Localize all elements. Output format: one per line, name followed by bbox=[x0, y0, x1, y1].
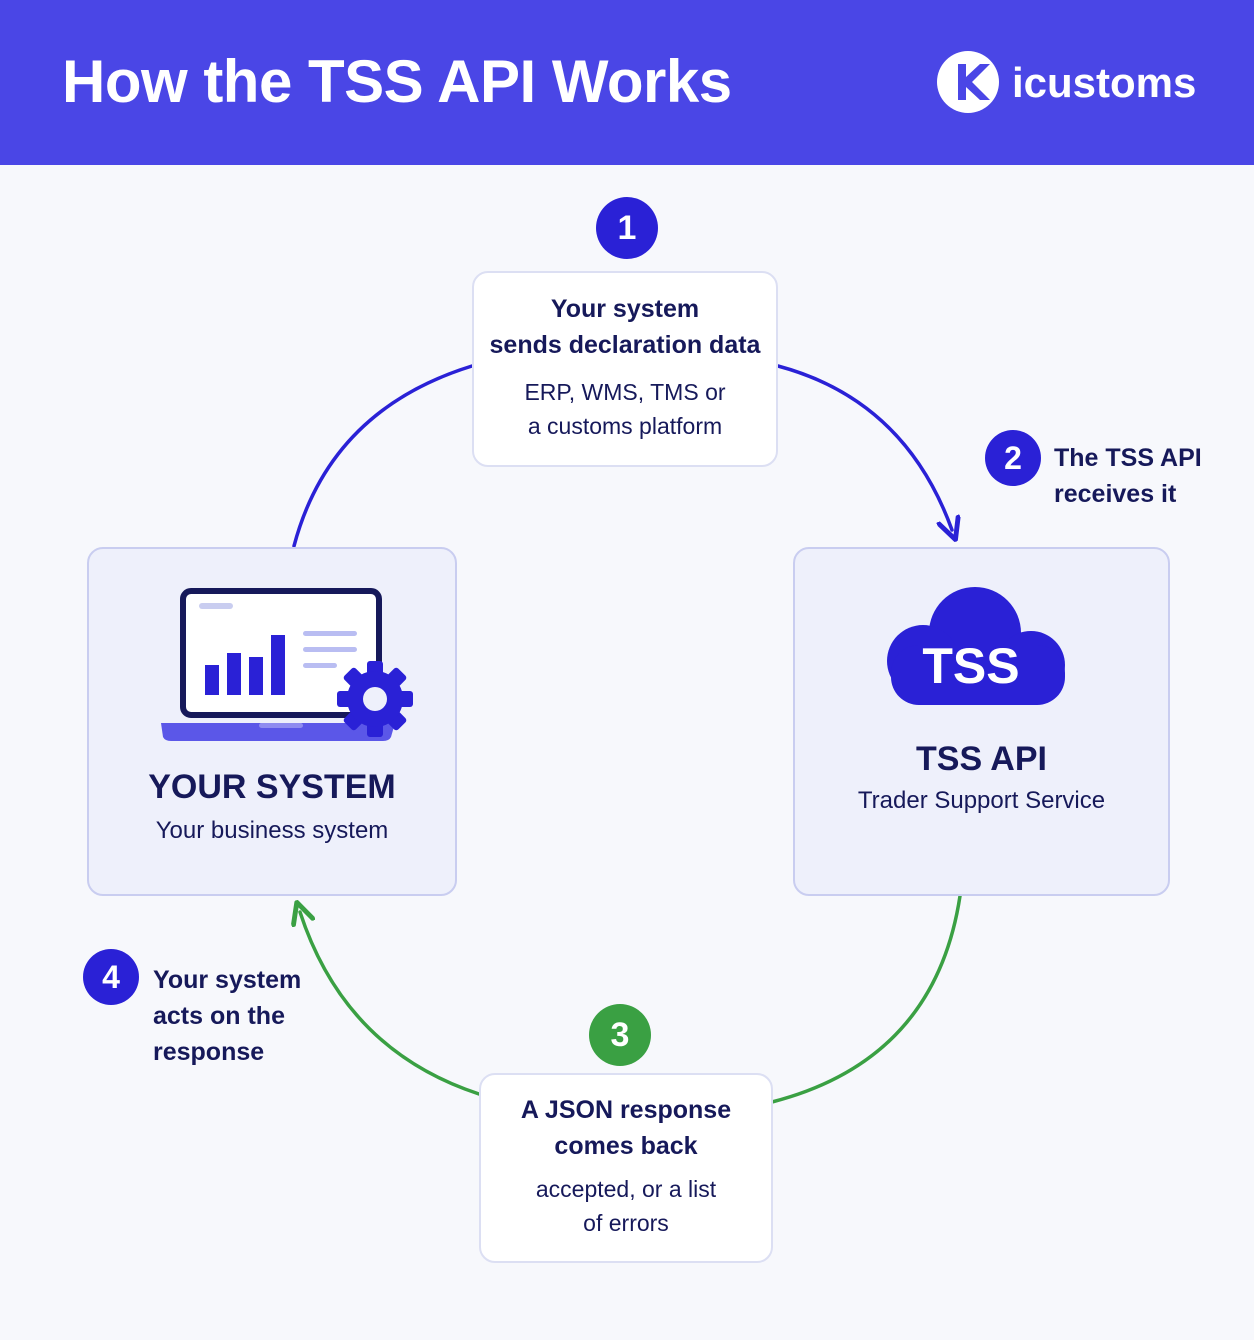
step-1-title-line-1: Your system bbox=[550, 295, 700, 323]
step-3-badge: 3 bbox=[589, 1004, 651, 1066]
cloud-icon: TSS bbox=[887, 587, 1065, 705]
step-1-title-line-2: sends declaration data bbox=[489, 331, 761, 359]
laptop-gear-icon bbox=[161, 588, 413, 741]
step-3-sub-line-2: of errors bbox=[583, 1210, 669, 1236]
step-3-title-line-1: A JSON response bbox=[520, 1096, 732, 1124]
tss-api-title: TSS API bbox=[916, 740, 1047, 778]
step-3-sub-line-1: accepted, or a list bbox=[535, 1176, 717, 1202]
step-2-label: The TSS API receives it bbox=[1054, 440, 1202, 512]
arc-tss-to-response bbox=[770, 894, 962, 1104]
your-system-card: YOUR SYSTEM Your business system bbox=[87, 547, 457, 896]
step-1-sub-line-2: a customs platform bbox=[527, 413, 723, 439]
your-system-title: YOUR SYSTEM bbox=[148, 768, 396, 806]
tss-api-subtitle: Trader Support Service bbox=[857, 787, 1106, 814]
step-2-label-line-2: receives it bbox=[1054, 480, 1177, 508]
step-3-card: A JSON response comes back accepted, or … bbox=[479, 1073, 773, 1263]
icustoms-logo-icon bbox=[937, 51, 999, 113]
step-1-sub-line-1: ERP, WMS, TMS or bbox=[524, 379, 726, 405]
tss-api-card: TSS TSS API Trader Support Service bbox=[793, 547, 1170, 896]
step-4-label: Your system acts on the response bbox=[153, 962, 301, 1070]
step-4-label-line-1: Your system bbox=[153, 966, 302, 994]
step-1-badge: 1 bbox=[596, 197, 658, 259]
your-system-subtitle: Your business system bbox=[155, 817, 389, 844]
arc-response-to-system bbox=[300, 912, 481, 1096]
step-1-card: Your system sends declaration data ERP, … bbox=[472, 271, 778, 467]
page-title: How the TSS API Works bbox=[62, 48, 732, 115]
arc-send-to-tss bbox=[776, 364, 952, 530]
brand-name: icustoms bbox=[1012, 59, 1197, 106]
arc-system-to-send bbox=[292, 364, 474, 548]
step-2-label-line-1: The TSS API bbox=[1054, 444, 1202, 472]
step-4-label-line-2: acts on the bbox=[153, 1002, 285, 1030]
step-4-badge: 4 bbox=[83, 949, 139, 1005]
step-4-label-line-3: response bbox=[153, 1038, 265, 1066]
header-bar: How the TSS API Works icustoms bbox=[0, 0, 1254, 165]
step-2-badge: 2 bbox=[985, 430, 1041, 486]
cloud-label: TSS bbox=[922, 638, 1019, 694]
step-3-title-line-2: comes back bbox=[554, 1132, 698, 1160]
